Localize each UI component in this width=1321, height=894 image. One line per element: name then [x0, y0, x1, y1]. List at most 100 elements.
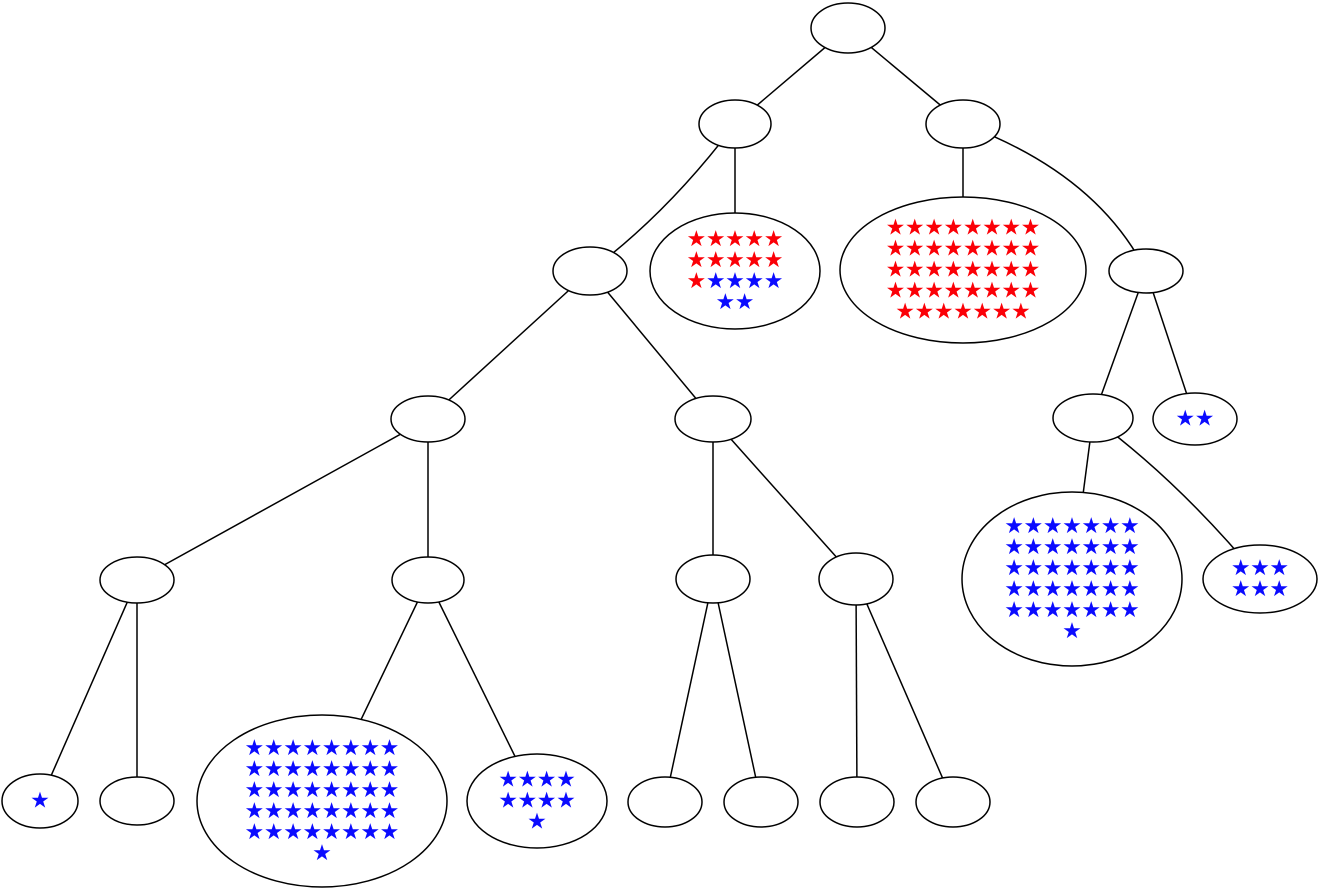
blue-star-icon: ★ — [322, 778, 342, 803]
blue-star-icon: ★ — [264, 757, 284, 782]
red-star-icon: ★ — [1001, 237, 1021, 262]
tree-node — [818, 552, 894, 606]
red-star-icon: ★ — [744, 227, 764, 252]
red-star-icon: ★ — [963, 258, 983, 283]
blue-star-icon: ★ — [725, 269, 745, 294]
blue-star-icon: ★ — [1101, 535, 1121, 560]
tree-edge — [712, 578, 762, 803]
node-ellipse — [1202, 544, 1318, 614]
node-ellipse — [925, 99, 1001, 149]
red-star-icon: ★ — [1021, 216, 1041, 241]
node-ellipse — [196, 714, 448, 888]
blue-star-icon: ★ — [360, 799, 380, 824]
node-ellipse — [99, 556, 175, 604]
tree-node — [1108, 248, 1184, 294]
blue-star-icon: ★ — [1024, 577, 1044, 602]
blue-star-icon: ★ — [341, 757, 361, 782]
red-star-icon: ★ — [1021, 258, 1041, 283]
red-star-icon: ★ — [924, 237, 944, 262]
tree-node — [675, 554, 751, 604]
red-star-icon: ★ — [982, 216, 1002, 241]
blue-star-icon: ★ — [1101, 514, 1121, 539]
red-star-icon: ★ — [764, 248, 784, 273]
blue-star-icon: ★ — [1062, 556, 1082, 581]
blue-star-icon: ★ — [1120, 577, 1140, 602]
red-star-icon: ★ — [687, 227, 707, 252]
blue-star-icon: ★ — [706, 269, 726, 294]
blue-star-icon: ★ — [537, 768, 557, 793]
tree-node — [627, 776, 703, 828]
node-ellipse — [723, 776, 799, 828]
red-star-icon: ★ — [972, 300, 992, 325]
node-ellipse — [391, 556, 465, 604]
red-star-icon: ★ — [1001, 258, 1021, 283]
blue-star-icon: ★ — [1120, 514, 1140, 539]
blue-star-icon: ★ — [360, 778, 380, 803]
blue-star-icon: ★ — [360, 820, 380, 845]
blue-star-icon: ★ — [312, 841, 332, 866]
node-ellipse — [819, 776, 895, 828]
node-ellipse — [818, 552, 894, 606]
blue-star-icon: ★ — [1043, 535, 1063, 560]
leaf-node: ★★★★★★★★★★★★★★★★★★★★★★★★★★★★★★★★★★★★★★★ — [839, 196, 1087, 344]
blue-star-icon: ★ — [1004, 535, 1024, 560]
blue-star-icon: ★ — [283, 778, 303, 803]
blue-star-icon: ★ — [1101, 556, 1121, 581]
tree-node — [723, 776, 799, 828]
red-star-icon: ★ — [944, 237, 964, 262]
red-star-icon: ★ — [905, 237, 925, 262]
tree-node — [552, 246, 628, 296]
tree-edge — [712, 418, 857, 580]
blue-star-icon: ★ — [322, 799, 342, 824]
red-star-icon: ★ — [744, 248, 764, 273]
tree-edge — [427, 270, 591, 420]
blue-star-icon: ★ — [245, 757, 265, 782]
blue-star-icon: ★ — [1024, 514, 1044, 539]
red-star-icon: ★ — [944, 258, 964, 283]
red-star-icon: ★ — [706, 248, 726, 273]
blue-star-icon: ★ — [527, 810, 547, 835]
blue-star-icon: ★ — [1231, 556, 1251, 581]
blue-star-icon: ★ — [1195, 407, 1215, 432]
red-star-icon: ★ — [1021, 279, 1041, 304]
red-star-icon: ★ — [905, 279, 925, 304]
blue-star-icon: ★ — [1062, 619, 1082, 644]
blue-star-icon: ★ — [1004, 514, 1024, 539]
blue-star-icon: ★ — [1081, 535, 1101, 560]
blue-star-icon: ★ — [322, 820, 342, 845]
red-star-icon: ★ — [924, 279, 944, 304]
red-star-icon: ★ — [963, 216, 983, 241]
node-ellipse — [649, 212, 821, 330]
node-ellipse — [1052, 393, 1134, 443]
node-ellipse — [1108, 248, 1184, 294]
blue-star-icon: ★ — [1043, 577, 1063, 602]
tree-edge — [589, 270, 714, 420]
tree-edge — [855, 578, 954, 803]
blue-star-icon: ★ — [1043, 556, 1063, 581]
tree-node — [99, 556, 175, 604]
red-star-icon: ★ — [886, 237, 906, 262]
blue-star-icon: ★ — [1062, 598, 1082, 623]
red-star-icon: ★ — [953, 300, 973, 325]
leaf-node: ★★★★★★★★★★★★★★★★★★★★★★★★★★★★★★★★★★★★★★★★… — [196, 714, 448, 888]
blue-star-icon: ★ — [1269, 577, 1289, 602]
tree-edge — [136, 418, 429, 581]
blue-star-icon: ★ — [264, 820, 284, 845]
blue-star-icon: ★ — [764, 269, 784, 294]
node-ellipse — [466, 753, 608, 849]
blue-star-icon: ★ — [341, 736, 361, 761]
blue-star-icon: ★ — [322, 757, 342, 782]
blue-star-icon: ★ — [744, 269, 764, 294]
red-star-icon: ★ — [706, 227, 726, 252]
node-ellipse — [810, 2, 886, 54]
blue-star-icon: ★ — [1043, 598, 1063, 623]
blue-star-icon: ★ — [1004, 598, 1024, 623]
blue-star-icon: ★ — [498, 789, 518, 814]
red-star-icon: ★ — [915, 300, 935, 325]
blue-star-icon: ★ — [341, 799, 361, 824]
tree-node — [390, 395, 466, 443]
blue-star-icon: ★ — [1024, 535, 1044, 560]
blue-star-icon: ★ — [1101, 577, 1121, 602]
blue-star-icon: ★ — [1231, 577, 1251, 602]
